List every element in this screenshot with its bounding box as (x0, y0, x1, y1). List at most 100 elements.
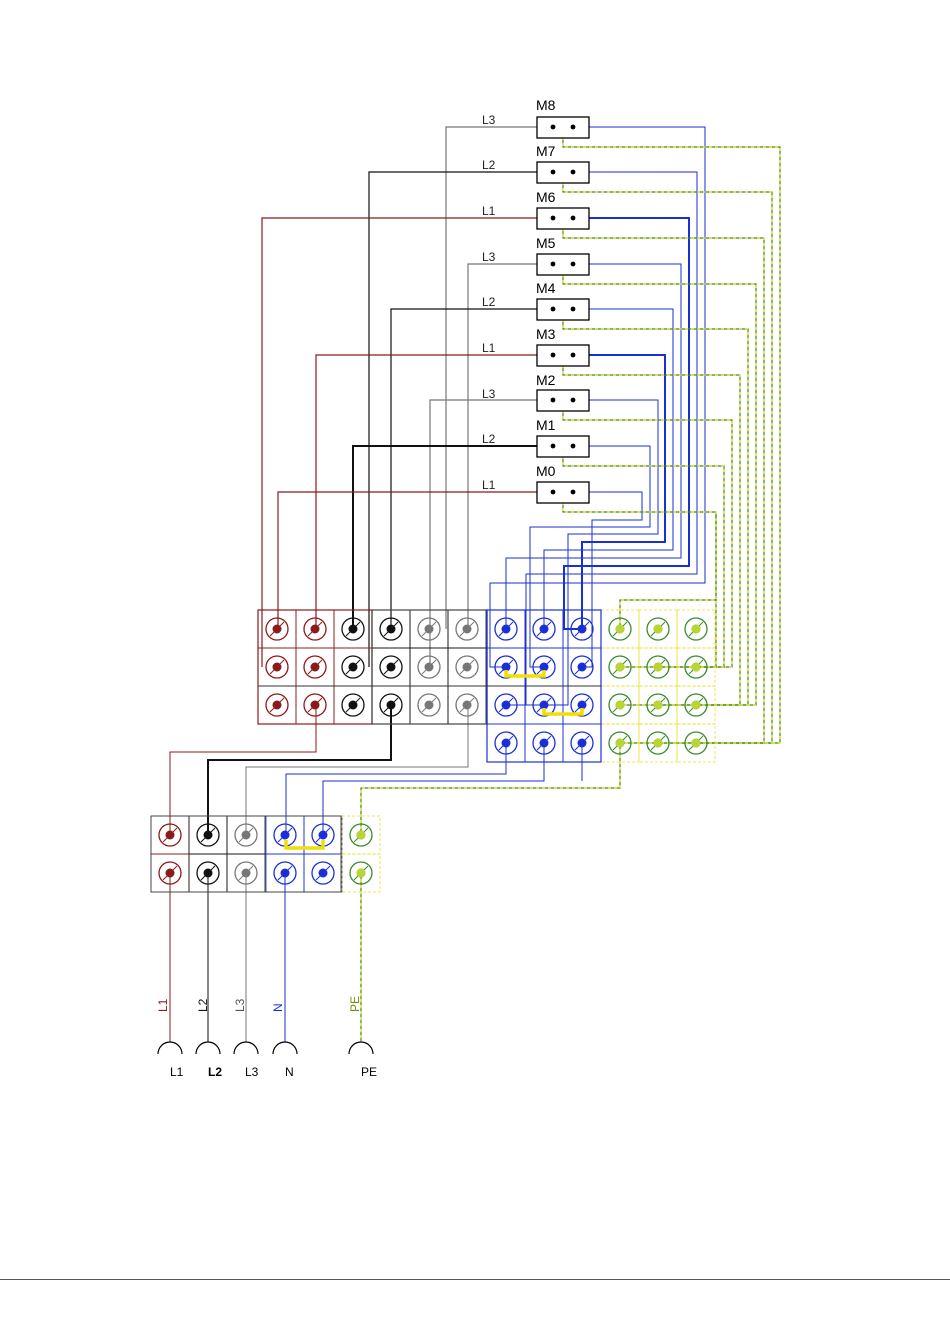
wire-label-m7: L2 (482, 158, 496, 172)
terminal-r2-c1 (296, 686, 334, 724)
feed-wire-n2 (323, 743, 544, 835)
terminal-r1-c0 (258, 648, 296, 686)
terminal-r1-c2 (334, 648, 372, 686)
module-box-m1 (537, 436, 589, 457)
terminal-screw-yellow (616, 739, 625, 748)
pe-wire-top-stripe (620, 515, 716, 629)
terminal-screw-yellow (692, 701, 701, 710)
module-pin-left (551, 444, 556, 449)
module-label-m5: M5 (536, 235, 556, 251)
module-label-m6: M6 (536, 189, 556, 205)
module-label-m0: M0 (536, 463, 556, 479)
plug-symbol-1 (196, 1042, 220, 1054)
terminal-screw-yellow (692, 625, 701, 634)
module-box-m8 (537, 117, 589, 138)
terminal-slash (308, 660, 322, 674)
phase-wire-m8 (446, 127, 537, 629)
terminal-slash (384, 660, 398, 674)
terminal-slash (316, 866, 330, 880)
supply-label-l3: L3 (233, 998, 247, 1012)
terminal-screw-yellow (654, 701, 663, 710)
module-pin-left (551, 125, 556, 130)
module-pin-left (551, 170, 556, 175)
terminal-r2-c4 (410, 686, 448, 724)
module-box-m3 (537, 345, 589, 366)
module-pin-right (571, 444, 576, 449)
module-pin-left (551, 398, 556, 403)
bottom-label-n: N (285, 1065, 294, 1079)
module-pin-right (571, 216, 576, 221)
pe-wire-5 (563, 365, 740, 705)
supply-bottom-labels: L1 L2 L3 N PE (170, 1065, 377, 1079)
phase-wire-m6 (262, 218, 537, 667)
terminal-slash (308, 698, 322, 712)
terminal-r0-c10 (639, 610, 677, 648)
module-box-m4 (537, 299, 589, 320)
wire-label-m2: L3 (482, 387, 496, 401)
terminal-screw-yellow (616, 625, 625, 634)
supply-plugs (158, 1042, 373, 1054)
terminal-r2-c5 (448, 686, 486, 724)
supply-label-l2: L2 (196, 998, 210, 1012)
module-box-m2 (537, 390, 589, 411)
module-label-m1: M1 (536, 417, 556, 433)
terminal-r1-c3 (372, 648, 410, 686)
supply-label-l1: L1 (156, 998, 170, 1012)
neutral-wire-7 (530, 446, 650, 667)
feed-wire-pe (361, 743, 620, 835)
terminal-slash (270, 698, 284, 712)
module-box-m0 (537, 482, 589, 503)
terminal-r0-c1 (296, 610, 334, 648)
terminal-blocks (151, 610, 715, 892)
phase-wire-m4 (391, 309, 537, 629)
wire-label-m3: L1 (482, 341, 496, 355)
terminal-r2-c2 (334, 686, 372, 724)
feed-wire-pe-stripe (361, 743, 620, 835)
terminal-slash (460, 660, 474, 674)
phase-wire-m1 (353, 446, 537, 629)
module-pin-left (551, 262, 556, 267)
feed-wire-n1 (286, 743, 506, 835)
wire-label-m5: L3 (482, 250, 496, 264)
module-pin-right (571, 398, 576, 403)
pe-wire-top (620, 515, 716, 629)
terminal-slash (346, 660, 360, 674)
terminal-slash (422, 660, 436, 674)
terminal-slash (270, 660, 284, 674)
terminal-screw-yellow (616, 663, 625, 672)
module-box-m7 (537, 162, 589, 183)
phase-wire-m0 (278, 492, 537, 629)
module-labels: M8 M7 M6 M5 M4 M3 M2 M1 M0 (536, 97, 556, 479)
pe-wire-1 (563, 182, 772, 743)
terminal-slash (422, 698, 436, 712)
module-pin-left (551, 216, 556, 221)
terminal-slash (278, 828, 292, 842)
terminal-r1-c4 (410, 648, 448, 686)
module-pin-left (551, 490, 556, 495)
module-pin-right (571, 307, 576, 312)
module-pin-right (571, 170, 576, 175)
terminal-screw-yellow (654, 625, 663, 634)
phase-wire-m7 (369, 172, 537, 667)
wire-label-m0: L1 (482, 478, 496, 492)
plug-symbol-0 (158, 1042, 182, 1054)
bottom-label-l3: L3 (245, 1065, 259, 1079)
module-label-m4: M4 (536, 280, 556, 296)
terminal-slash (460, 622, 474, 636)
bottom-label-l1: L1 (170, 1065, 184, 1079)
terminal-r0-c0 (258, 610, 296, 648)
bottom-label-l2: L2 (208, 1065, 222, 1079)
terminal-slash (308, 622, 322, 636)
terminal-slash (270, 622, 284, 636)
terminal-screw-yellow (654, 739, 663, 748)
module-pin-right (571, 125, 576, 130)
terminal-slash (460, 698, 474, 712)
footer-divider (0, 1279, 950, 1280)
terminal-r1-c1 (296, 648, 334, 686)
terminal-r1-c8 (563, 648, 601, 686)
terminal-r2-c8 (563, 686, 601, 724)
terminal-screw-yellow (654, 663, 663, 672)
terminal-screw-yellow (357, 869, 366, 878)
terminal-screw-yellow (692, 663, 701, 672)
modules (537, 117, 589, 503)
